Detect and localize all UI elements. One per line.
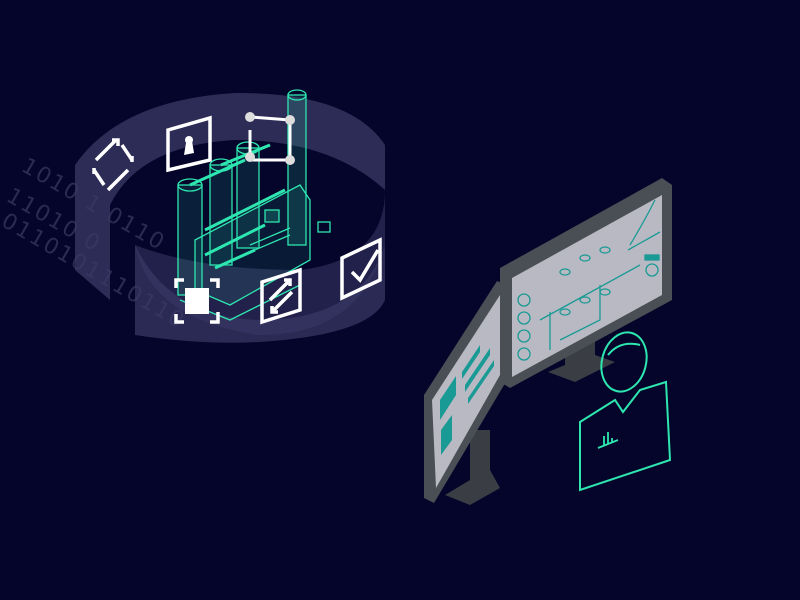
focus-square-icon [174, 278, 220, 324]
left-screen-graphics [440, 345, 494, 455]
right-screen-graphics [517, 199, 661, 361]
swap-arrows-icon [260, 267, 302, 325]
ring-icons [92, 112, 382, 325]
keyhole-lock-icon [166, 115, 212, 173]
right-monitor [500, 178, 672, 388]
refresh-cycle-icon [92, 138, 134, 192]
checkbox-check-icon [340, 237, 382, 301]
left-monitor [424, 281, 507, 505]
node-network-icon [245, 112, 295, 165]
operator-figure [579, 331, 672, 492]
